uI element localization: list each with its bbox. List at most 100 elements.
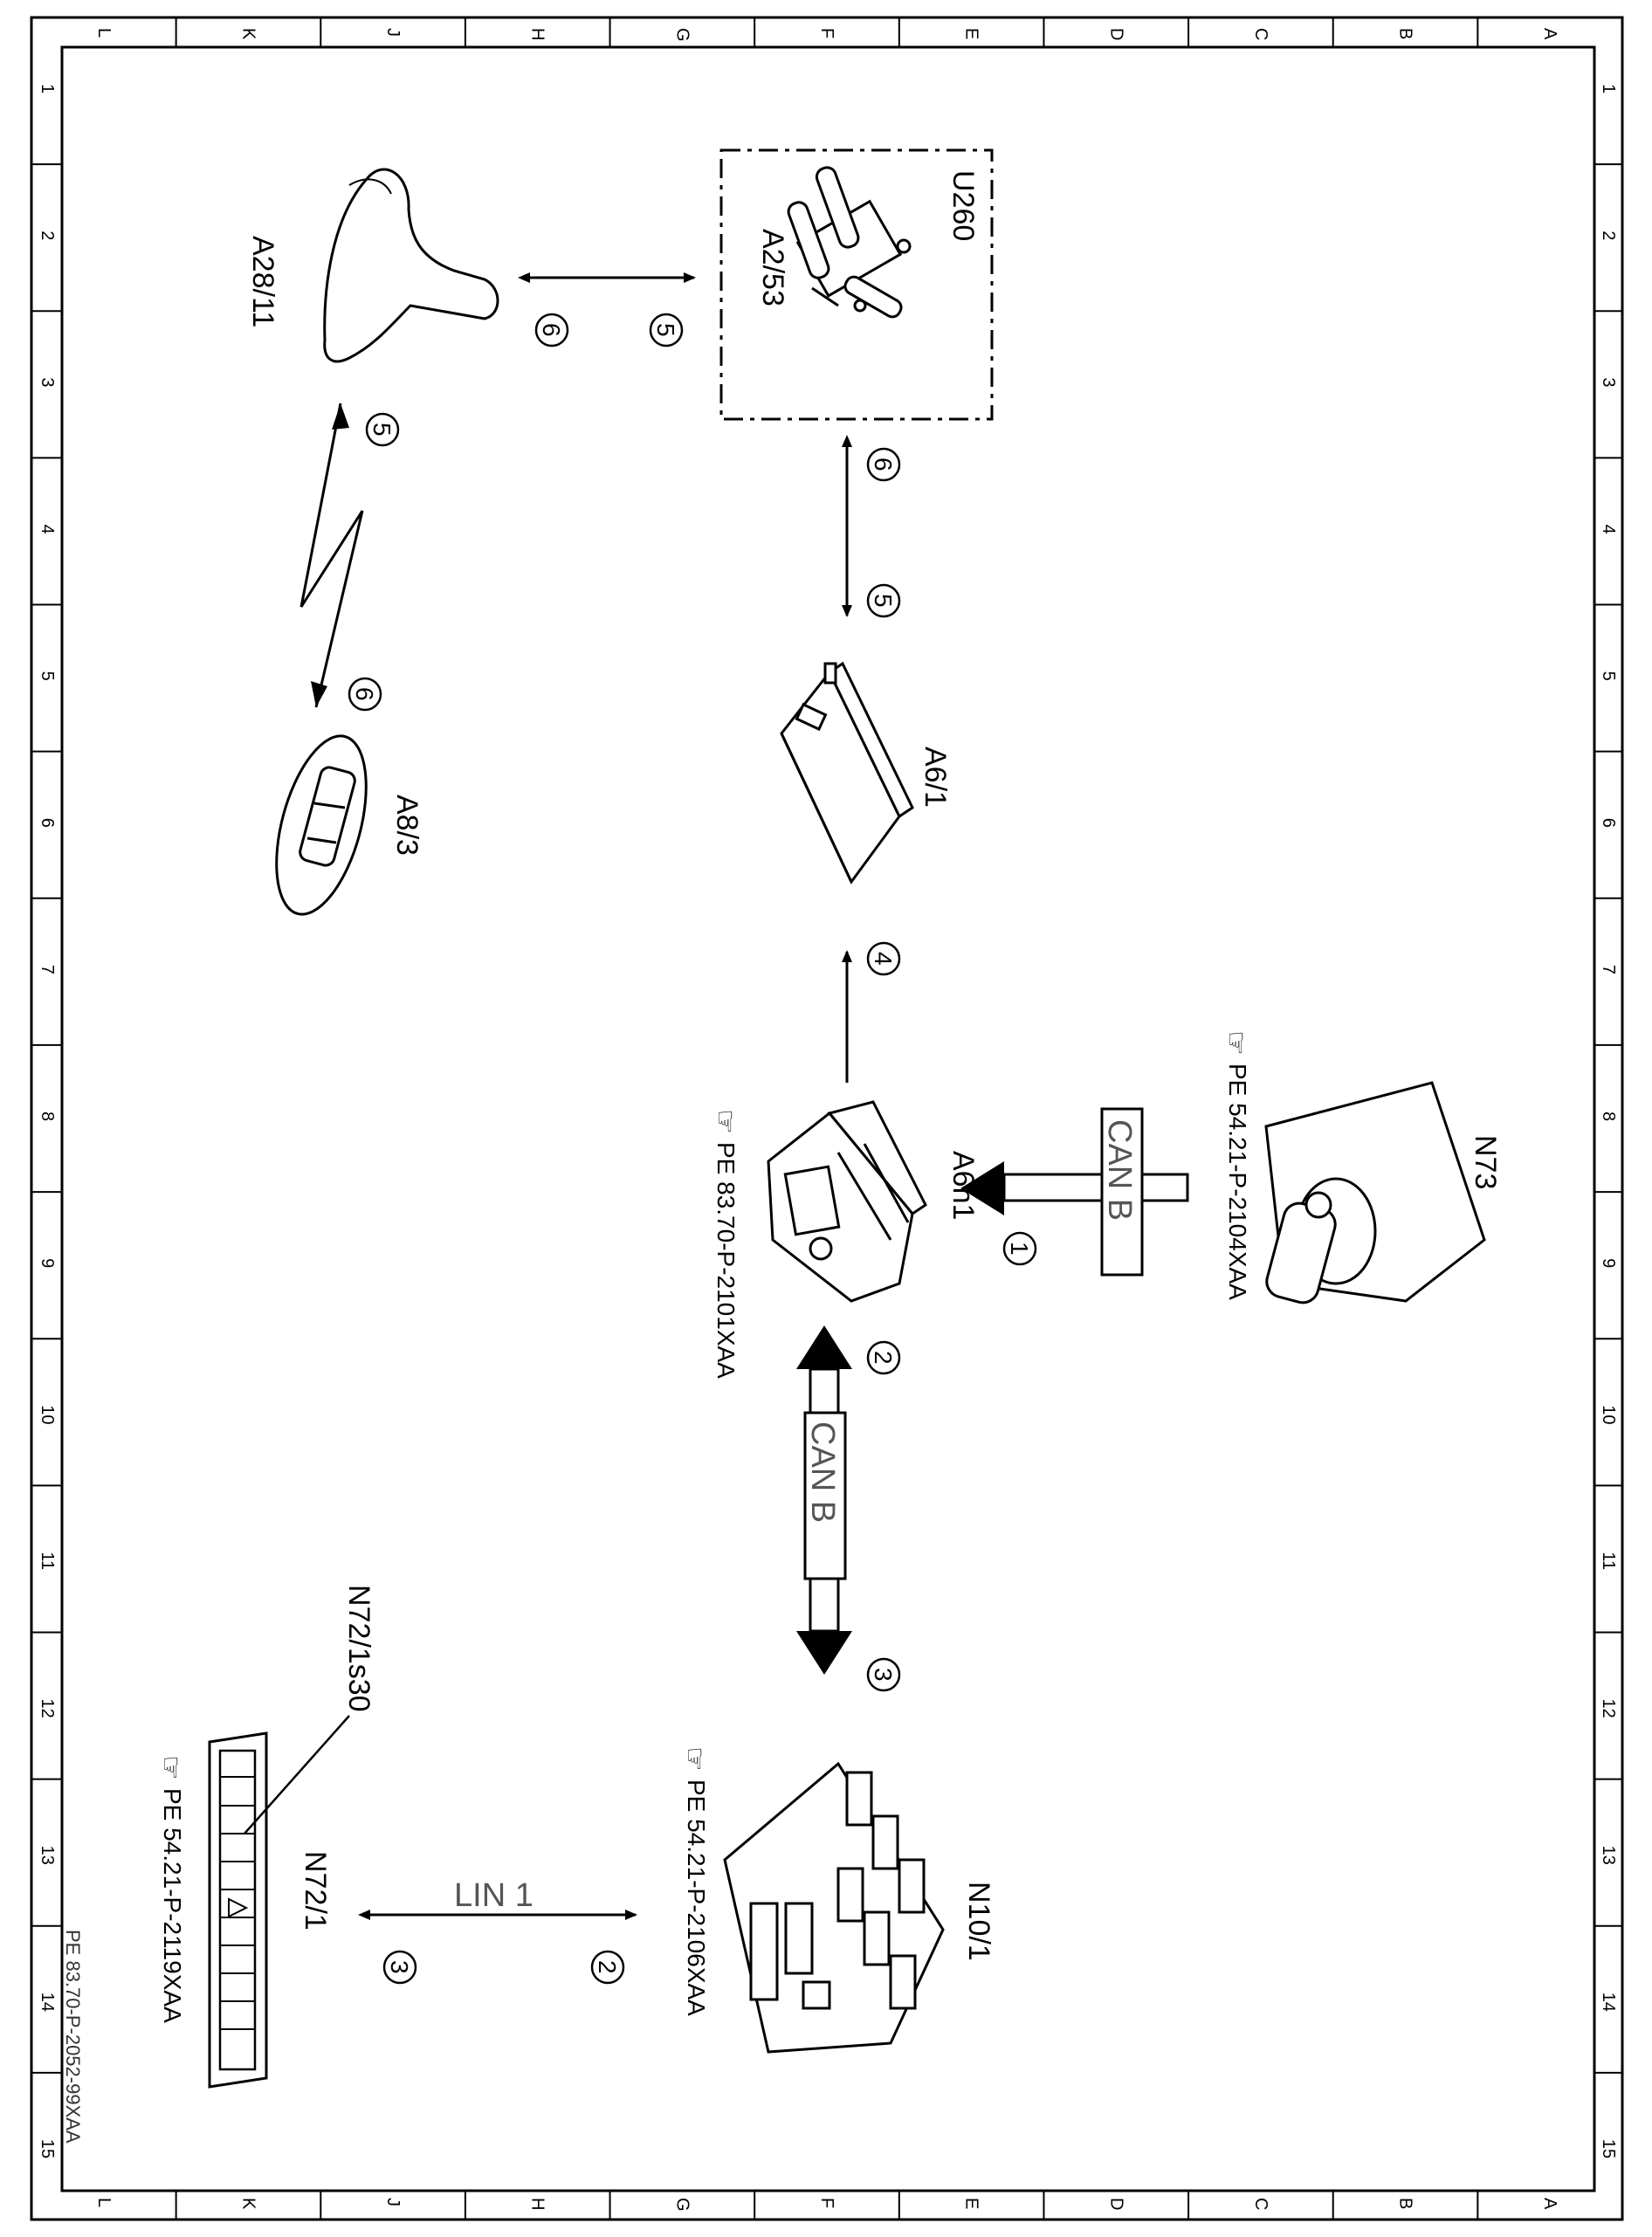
grid-letter-j: J bbox=[383, 2198, 403, 2206]
grid-letter-l: L bbox=[94, 28, 114, 38]
a6-1-receiver-drawing bbox=[780, 661, 914, 884]
a6n1-module-drawing bbox=[767, 1100, 927, 1303]
grid-number-3: 3 bbox=[1599, 377, 1618, 387]
grid-number-13: 13 bbox=[1599, 1846, 1618, 1865]
grid-number-9: 9 bbox=[1599, 1258, 1618, 1268]
n73-ignition-switch-drawing bbox=[1264, 1081, 1486, 1304]
grid-letter-k: K bbox=[238, 2198, 258, 2210]
grid-number-10: 10 bbox=[38, 1405, 57, 1424]
grid-number-5: 5 bbox=[1599, 671, 1618, 681]
grid-letter-j: J bbox=[383, 28, 403, 37]
grid-letter-h: H bbox=[528, 28, 547, 40]
grid-number-8: 8 bbox=[1599, 1112, 1618, 1121]
grid-number-3: 3 bbox=[38, 377, 57, 387]
grid-letter-c: C bbox=[1251, 28, 1270, 40]
label-a6-1: A6/1 bbox=[919, 747, 952, 808]
grid-number-1: 1 bbox=[1599, 84, 1618, 93]
ref-n10-1: PE 54.21-P-2106XAA bbox=[683, 1779, 710, 2016]
grid-letter-k: K bbox=[238, 28, 258, 40]
marker-lin-right: 2 bbox=[594, 1960, 621, 1974]
marker-u260-a28-left: 6 bbox=[538, 323, 565, 337]
ref-a6n1: PE 83.70-P-2101XAA bbox=[712, 1142, 740, 1379]
link-u260-a6-1: 6 5 bbox=[842, 435, 901, 618]
grid-letter-b: B bbox=[1396, 28, 1415, 39]
grid-letter-l: L bbox=[94, 2198, 114, 2207]
label-n72-1: N72/1 bbox=[299, 1851, 332, 1931]
grid-number-12: 12 bbox=[1599, 1699, 1618, 1718]
grid-letter-d: D bbox=[1106, 28, 1125, 40]
marker-lin-left: 3 bbox=[386, 1960, 413, 1974]
grid-number-15: 15 bbox=[1599, 2139, 1618, 2158]
label-a28-11: A28/11 bbox=[246, 236, 279, 327]
n72-1-switch-panel-drawing bbox=[208, 1731, 268, 2089]
marker-a6n1-a61: 4 bbox=[870, 952, 897, 966]
grid-letter-f: F bbox=[817, 28, 836, 38]
grid-number-4: 4 bbox=[38, 524, 57, 533]
grid-number-12: 12 bbox=[38, 1699, 57, 1718]
grid-number-13: 13 bbox=[38, 1846, 57, 1865]
a8-3-keyfob-drawing bbox=[275, 734, 368, 916]
marker-a28-a83-bottom: 6 bbox=[351, 687, 378, 701]
link-n10-1-n72-1-lin: LIN 1 2 3 bbox=[358, 1877, 637, 1985]
ref-n72-1: PE 54.21-P-2119XAA bbox=[159, 1788, 186, 2023]
grid-letter-d: D bbox=[1106, 2198, 1125, 2210]
grid-number-1: 1 bbox=[38, 84, 57, 93]
grid-letter-h: H bbox=[528, 2198, 547, 2210]
label-n10-1: N10/1 bbox=[962, 1882, 995, 1961]
grid-number-11: 11 bbox=[1599, 1552, 1618, 1570]
bus-lin-1: LIN 1 bbox=[454, 1877, 533, 1914]
link-a6n1-a6-1: 4 bbox=[842, 941, 901, 1083]
grid-number-11: 11 bbox=[38, 1552, 57, 1570]
component-n73: N73 ☞ PE 54.21-P-2104XAA bbox=[1221, 1030, 1502, 1304]
link-a28-u260: 6 5 bbox=[518, 272, 696, 348]
grid-number-6: 6 bbox=[1599, 818, 1618, 828]
a2-53-actuator-drawing bbox=[787, 166, 912, 319]
n10-1-sam-module-drawing bbox=[723, 1761, 945, 2054]
grid-letter-g: G bbox=[672, 2198, 692, 2212]
marker-a6n1-n10-top: 2 bbox=[870, 1351, 897, 1365]
component-u260-a2-53: U260 A2/53 bbox=[719, 148, 994, 421]
inner-frame bbox=[60, 45, 1596, 2192]
label-n73: N73 bbox=[1469, 1135, 1502, 1189]
bus-can-b-mid: CAN B bbox=[804, 1421, 841, 1523]
bus-can-b-top: CAN B bbox=[1101, 1119, 1138, 1221]
a28-11-antenna-drawing bbox=[323, 168, 499, 363]
marker-n73-a6n1: 1 bbox=[1006, 1242, 1033, 1256]
grid-letter-f: F bbox=[817, 2198, 836, 2208]
grid-letter-b: B bbox=[1396, 2198, 1415, 2209]
grid-letter-e: E bbox=[962, 2198, 981, 2209]
grid-number-2: 2 bbox=[38, 231, 57, 240]
marker-u260-a61-top: 6 bbox=[870, 458, 897, 471]
component-a6-1: A6/1 bbox=[780, 661, 952, 884]
grid-number-8: 8 bbox=[38, 1112, 57, 1121]
grid-letter-g: G bbox=[672, 28, 692, 42]
grid-number-14: 14 bbox=[38, 1993, 57, 2012]
grid-number-7: 7 bbox=[1599, 965, 1618, 974]
grid-number-5: 5 bbox=[38, 671, 57, 681]
grid-number-7: 7 bbox=[38, 965, 57, 974]
outer-frame bbox=[30, 16, 1624, 2221]
hand-icon: ☞ bbox=[1221, 1030, 1252, 1056]
u260-boundary bbox=[719, 148, 994, 421]
document-id: PE 83.70-P-2052-99XAA bbox=[62, 1930, 84, 2144]
grid-number-2: 2 bbox=[1599, 231, 1618, 240]
component-n72-1: N72/1s30 N72/1 ☞ PE 54.21-P-2119XAA bbox=[155, 1585, 375, 2089]
hand-icon: ☞ bbox=[679, 1746, 711, 1772]
ref-n73: PE 54.21-P-2104XAA bbox=[1224, 1063, 1251, 1300]
marker-u260-a28-right: 5 bbox=[652, 323, 679, 337]
label-a8-3: A8/3 bbox=[390, 795, 423, 856]
grid-letter-e: E bbox=[962, 28, 981, 39]
link-n73-a6n1-can-b: CAN B 1 bbox=[960, 1107, 1189, 1277]
label-u260: U260 bbox=[946, 170, 980, 241]
leader-n72-1s30 bbox=[244, 1715, 350, 1834]
hand-icon: ☞ bbox=[710, 1109, 741, 1134]
grid-number-6: 6 bbox=[38, 818, 57, 828]
component-a8-3: A8/3 bbox=[275, 734, 423, 916]
hand-icon: ☞ bbox=[155, 1755, 187, 1780]
